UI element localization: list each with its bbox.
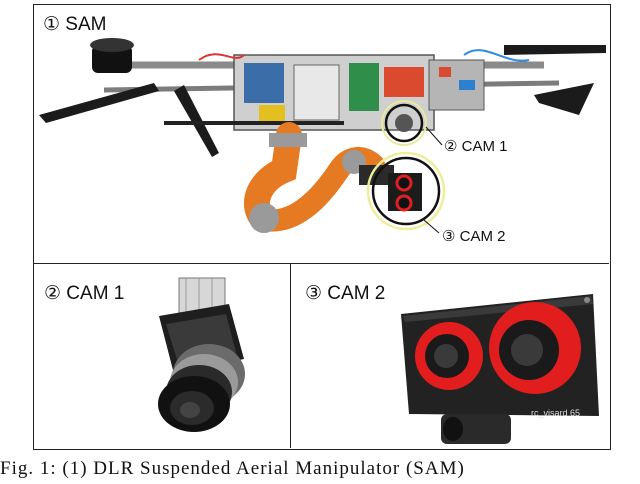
cam2-illustration (401, 294, 599, 444)
sam-panel-label: ① SAM (43, 14, 107, 35)
cam2-callout-label: ③ CAM 2 (442, 228, 506, 245)
cam1-illustration (158, 277, 245, 432)
cam1-panel: ② CAM 1 (34, 264, 291, 448)
sam-illustration (39, 38, 606, 234)
cam1-panel-label: ② CAM 1 (44, 283, 125, 304)
device-brand-text: rc_visard 65 (531, 408, 581, 418)
cam2-panel: ③ CAM 2 rc_visard 65 (291, 264, 609, 448)
figure-frame: ① SAM ② CAM 1 ③ CAM 2 ② CAM 1 (33, 4, 611, 450)
cam2-panel-label: ③ CAM 2 (305, 283, 386, 304)
figure-caption: Fig. 1: (1) DLR Suspended Aerial Manipul… (0, 458, 465, 479)
sam-panel: ① SAM ② CAM 1 ③ CAM 2 (34, 5, 609, 264)
cam1-callout-label: ② CAM 1 (444, 138, 508, 155)
